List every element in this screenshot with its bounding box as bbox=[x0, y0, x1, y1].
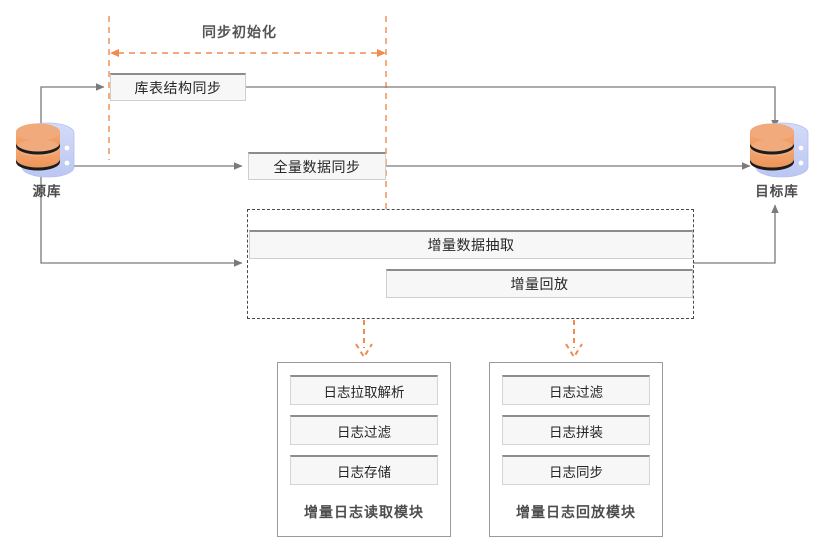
edge-source-to-schema-sync bbox=[40, 83, 105, 140]
module-item-log-filter[interactable]: 日志过滤 bbox=[290, 415, 438, 445]
source-database-icon bbox=[16, 122, 75, 178]
stage-schema-sync[interactable]: 库表结构同步 bbox=[110, 73, 246, 101]
stage-full-data-sync[interactable]: 全量数据同步 bbox=[248, 152, 386, 180]
edge-replay-to-log-replay-module bbox=[565, 320, 583, 359]
module-item-log-assemble[interactable]: 日志拼装 bbox=[502, 415, 650, 445]
sync-init-bracket bbox=[108, 16, 387, 212]
module-item-log-pull-parse[interactable]: 日志拉取解析 bbox=[290, 375, 438, 405]
edge-incremental-to-target bbox=[693, 204, 779, 264]
module-title-incremental-log-replay: 增量日志回放模块 bbox=[516, 504, 636, 520]
sync-init-label: 同步初始化 bbox=[202, 24, 277, 40]
module-title-incremental-log-read: 增量日志读取模块 bbox=[304, 504, 424, 520]
module-incremental-log-read: 日志拉取解析 日志过滤 日志存储 增量日志读取模块 bbox=[277, 362, 451, 537]
source-database-label: 源库 bbox=[32, 184, 62, 199]
module-item-log-storage[interactable]: 日志存储 bbox=[290, 455, 438, 485]
module-item-log-sync[interactable]: 日志同步 bbox=[502, 455, 650, 485]
stage-incremental-replay[interactable]: 增量回放 bbox=[386, 269, 693, 298]
target-database-label: 目标库 bbox=[755, 184, 799, 199]
edge-extract-to-log-read-module bbox=[355, 320, 373, 359]
stage-incremental-extract[interactable]: 增量数据抽取 bbox=[249, 230, 693, 259]
edge-schema-sync-to-target bbox=[245, 86, 779, 129]
target-database-icon bbox=[750, 122, 809, 178]
incremental-group-container bbox=[247, 209, 694, 319]
module-incremental-log-replay: 日志过滤 日志拼装 日志同步 增量日志回放模块 bbox=[489, 362, 663, 537]
module-item-log-filter[interactable]: 日志过滤 bbox=[502, 375, 650, 405]
